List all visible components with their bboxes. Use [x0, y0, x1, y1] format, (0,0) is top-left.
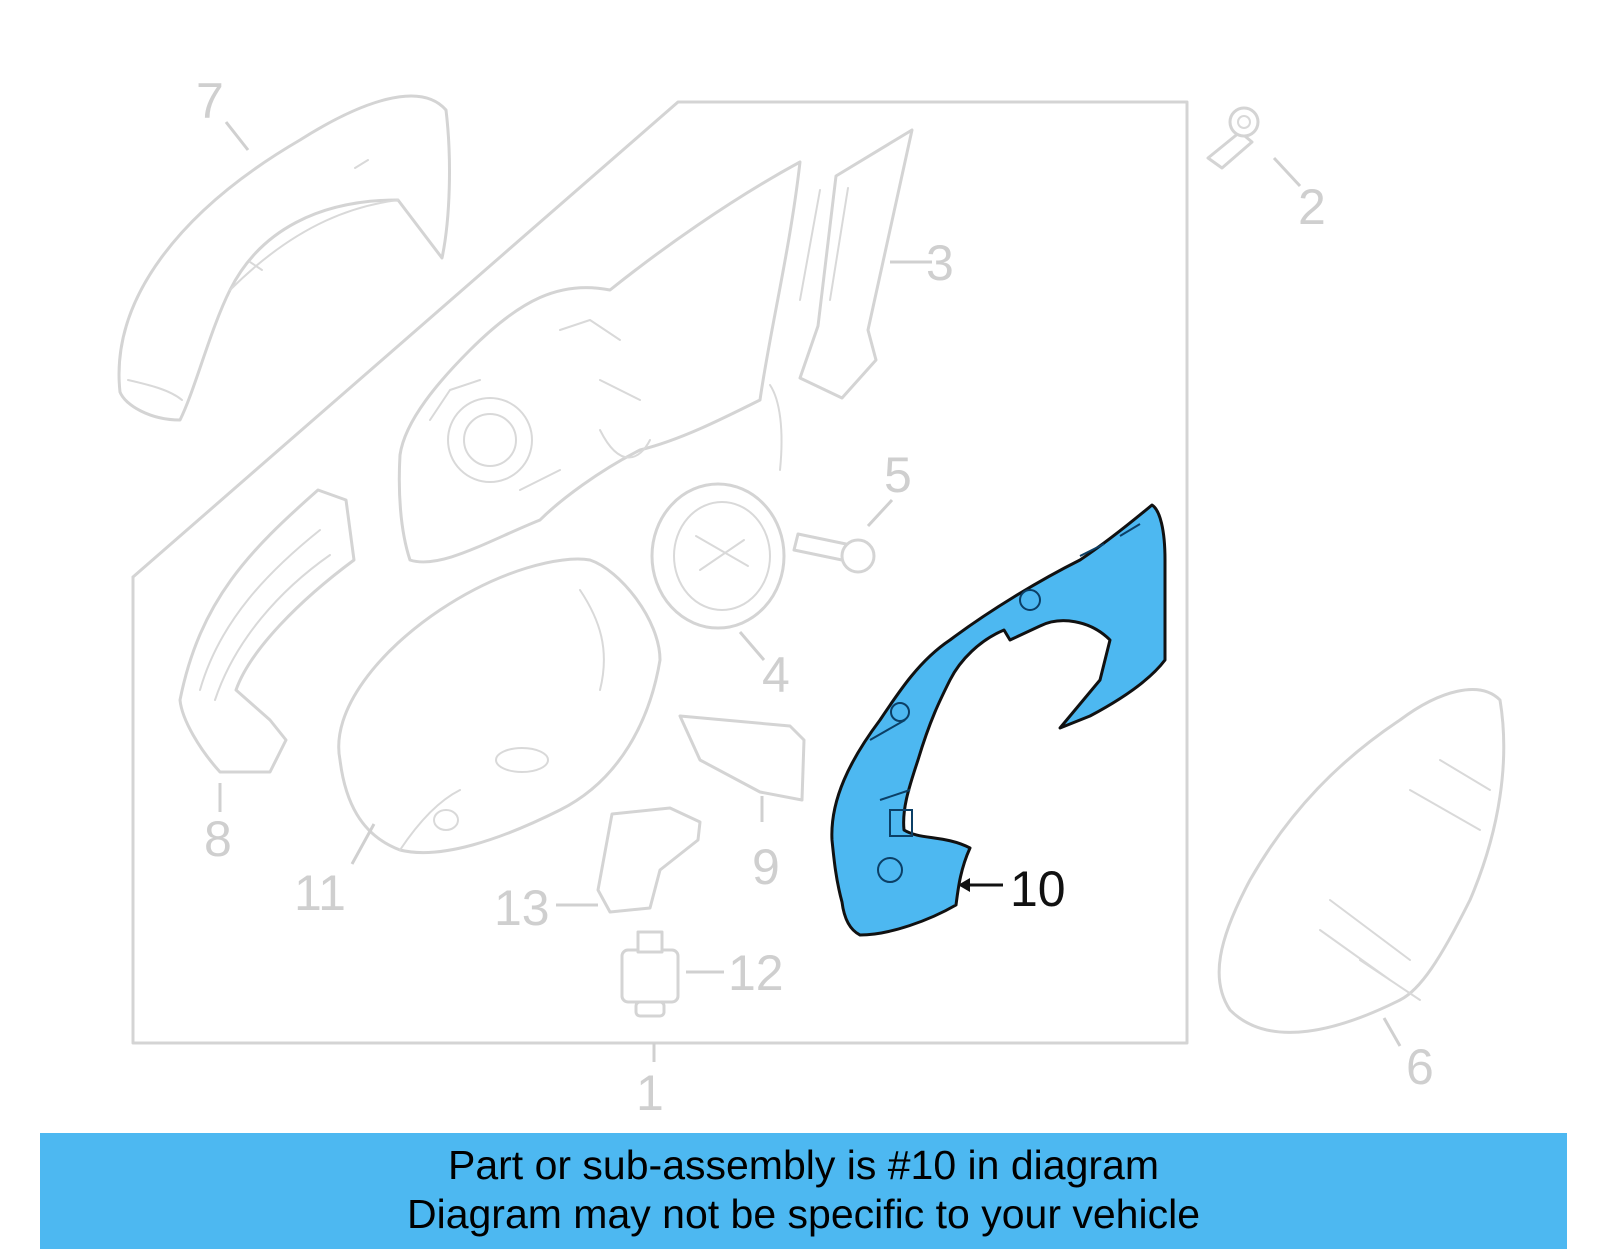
callout-4: 4	[762, 647, 790, 703]
part-13-clip[interactable]	[556, 806, 702, 914]
info-banner: Part or sub-assembly is #10 in diagram D…	[40, 1133, 1567, 1249]
callout-3: 3	[926, 235, 954, 291]
part-2-bolt[interactable]	[1206, 106, 1260, 170]
part-9-bracket[interactable]	[678, 714, 806, 822]
part-5-screw[interactable]	[792, 498, 894, 574]
part-3-glass-backing[interactable]	[798, 128, 914, 400]
callout-6: 6	[1406, 1039, 1434, 1095]
callout-1: 1	[636, 1065, 664, 1121]
banner-line-2: Diagram may not be specific to your vehi…	[406, 1191, 1200, 1237]
callout-9: 9	[752, 839, 780, 895]
part-6-mirror-glass[interactable]	[1217, 688, 1506, 1047]
callout-7: 7	[196, 73, 224, 129]
callout-13: 13	[494, 880, 550, 936]
callout-2-arrow	[1272, 156, 1302, 188]
banner-line-1: Part or sub-assembly is #10 in diagram	[448, 1142, 1159, 1188]
part-8-turn-lamp[interactable]	[178, 488, 356, 812]
part-4-motor[interactable]	[650, 482, 786, 661]
callout-5: 5	[884, 447, 912, 503]
callout-2: 2	[1298, 179, 1326, 235]
part-12-connector[interactable]	[620, 930, 724, 1018]
part-10-bracket-highlighted[interactable]	[830, 503, 1167, 937]
part-11-housing[interactable]	[337, 557, 662, 865]
callout-8: 8	[204, 811, 232, 867]
callout-7-arrow	[224, 121, 250, 151]
assembly-box	[131, 100, 1189, 1062]
callout-10: 10	[1010, 861, 1066, 917]
mirror-base-assembly[interactable]	[397, 160, 802, 564]
callout-12: 12	[728, 945, 784, 1001]
part-7-mirror-cap[interactable]	[117, 94, 451, 422]
callout-11: 11	[294, 865, 346, 921]
